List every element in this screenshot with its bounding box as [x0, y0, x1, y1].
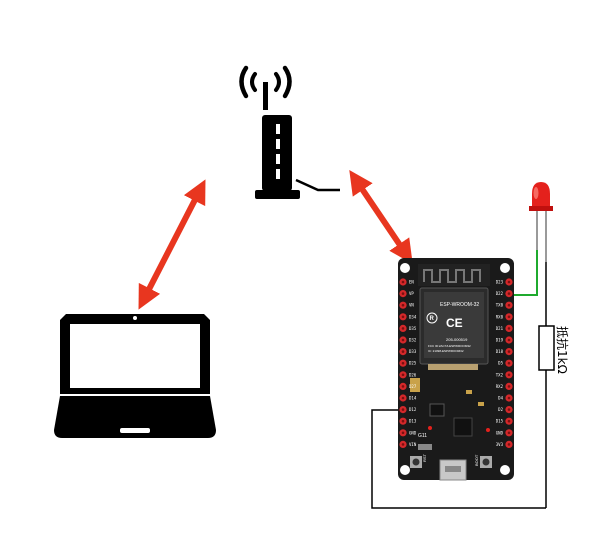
left-pin-label-11: D12 [409, 407, 417, 412]
module-ic: IC: 21098-ESPWROOM32 [428, 349, 464, 353]
left-pin-label-14: VIN [409, 442, 417, 447]
left-pin-hole-9 [401, 385, 405, 388]
resistor-icon [538, 262, 555, 508]
left-pin-label-6: D33 [409, 349, 417, 354]
left-pin-hole-8 [401, 373, 405, 377]
led-icon [529, 182, 553, 262]
led-wire [504, 250, 538, 296]
right-pin-hole-7 [507, 361, 511, 365]
right-pin-label-0: D23 [496, 280, 504, 285]
left-pin-label-8: D26 [409, 372, 417, 377]
right-pin-label-14: 3V3 [496, 442, 504, 447]
board-reset-label: RST [422, 453, 427, 462]
laptop-icon [54, 314, 216, 438]
right-pin-hole-8 [507, 373, 511, 377]
right-pin-label-8: TX2 [496, 372, 504, 377]
left-pin-hole-12 [401, 419, 405, 423]
left-pin-hole-7 [401, 361, 405, 365]
right-pin-label-13: GND [496, 430, 504, 435]
resistor-label: 抵抗1kΩ [555, 326, 570, 374]
right-pin-label-12: D15 [496, 419, 504, 424]
board-boot-label: BOOT [474, 454, 479, 466]
right-pin-label-2: TX0 [496, 303, 504, 308]
left-pin-hole-13 [401, 431, 405, 435]
left-pin-label-5: D32 [409, 338, 417, 343]
right-pin-hole-11 [507, 408, 511, 411]
left-pin-label-4: D35 [409, 326, 417, 331]
board-led-pin-label: G11 [418, 433, 427, 439]
right-pin-hole-6 [507, 350, 511, 353]
ground-wire [371, 409, 546, 509]
left-pin-label-12: D13 [409, 419, 417, 424]
module-r-mark: R [430, 316, 435, 322]
left-pin-hole-3 [401, 315, 405, 319]
right-pin-hole-13 [507, 431, 511, 435]
left-pin-hole-4 [401, 327, 405, 330]
left-pin-hole-11 [401, 408, 405, 411]
right-pin-hole-3 [507, 315, 511, 319]
right-pin-hole-2 [507, 303, 511, 307]
left-pin-hole-1 [401, 292, 405, 295]
left-pin-hole-10 [401, 396, 405, 400]
left-pin-hole-14 [401, 443, 405, 446]
left-pin-label-10: D14 [409, 396, 417, 401]
right-pin-label-6: D18 [496, 349, 504, 354]
laptop-router-arrow [138, 179, 206, 310]
left-pin-label-3: D34 [409, 314, 417, 319]
right-pin-label-3: RX0 [496, 314, 504, 319]
right-pin-hole-9 [507, 385, 511, 388]
module-code: 205-000519 [446, 337, 468, 342]
left-pin-label-7: D25 [409, 361, 417, 366]
module-fcc: FCC ID:2AC7Z-ESPWROOM32 [428, 344, 471, 348]
router-icon [239, 65, 340, 199]
left-pin-label-9: D27 [409, 384, 417, 389]
left-pin-label-0: EN [409, 280, 414, 285]
right-pin-label-9: RX2 [496, 384, 504, 389]
right-pin-label-7: D5 [498, 361, 503, 366]
right-pin-hole-12 [507, 419, 511, 423]
right-pin-hole-4 [507, 327, 511, 330]
module-brand: ESP-WROOM-32 [440, 302, 479, 308]
right-pin-hole-0 [507, 280, 511, 284]
left-pin-hole-2 [401, 303, 405, 307]
right-pin-label-1: D22 [496, 291, 504, 296]
left-pin-label-1: VP [409, 291, 414, 296]
right-pin-label-4: D21 [496, 326, 504, 331]
right-pin-hole-10 [507, 396, 511, 400]
right-pin-label-11: D2 [498, 407, 503, 412]
left-pin-label-13: GND [409, 430, 417, 435]
left-pin-hole-6 [401, 350, 405, 353]
left-pin-hole-5 [401, 338, 405, 342]
right-pin-hole-1 [507, 292, 511, 295]
right-pin-hole-5 [507, 338, 511, 342]
esp32-board-icon [398, 258, 514, 481]
module-ce: CE [446, 316, 463, 330]
right-pin-hole-14 [507, 443, 511, 446]
router-board-arrow [349, 170, 413, 264]
left-pin-label-2: VN [409, 303, 414, 308]
right-pin-label-5: D19 [496, 338, 504, 343]
right-pin-label-10: D4 [498, 396, 503, 401]
left-pin-hole-0 [401, 280, 405, 284]
